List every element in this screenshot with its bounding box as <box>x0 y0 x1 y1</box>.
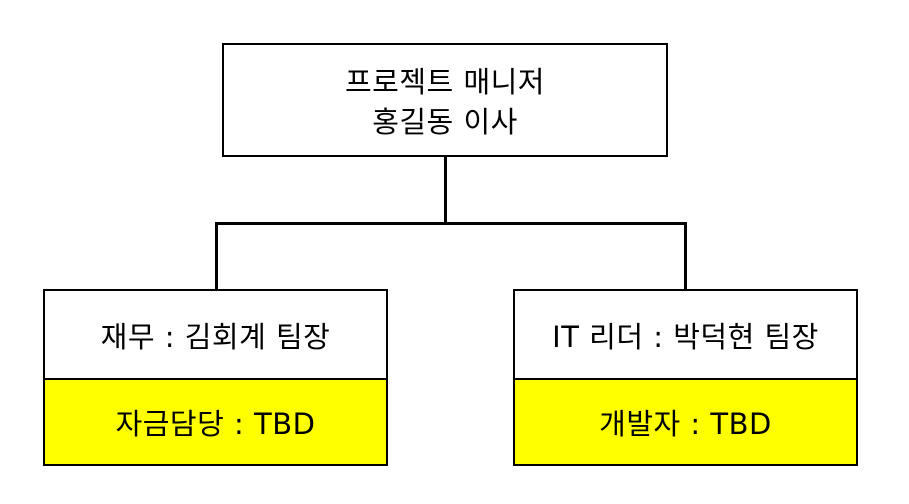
connector-root-stem <box>444 157 447 225</box>
it-open-role-label: 개발자 : TBD <box>515 378 856 464</box>
root-title-line-1: 프로젝트 매니저 <box>224 60 666 100</box>
connector-drop-to-finance <box>215 222 218 291</box>
finance-open-role-label: 자금담당 : TBD <box>45 378 386 464</box>
node-finance[interactable]: 재무 : 김회계 팀장 자금담당 : TBD <box>43 289 388 466</box>
connector-drop-to-it <box>684 222 687 291</box>
node-it-lead[interactable]: IT 리더 : 박덕현 팀장 개발자 : TBD <box>513 289 858 466</box>
finance-lead-label: 재무 : 김회계 팀장 <box>45 291 386 378</box>
connector-horizontal-bar <box>215 222 687 225</box>
node-project-manager[interactable]: 프로젝트 매니저 홍길동 이사 <box>222 43 668 157</box>
root-title-line-2: 홍길동 이사 <box>224 100 666 140</box>
it-lead-label: IT 리더 : 박덕현 팀장 <box>515 291 856 378</box>
